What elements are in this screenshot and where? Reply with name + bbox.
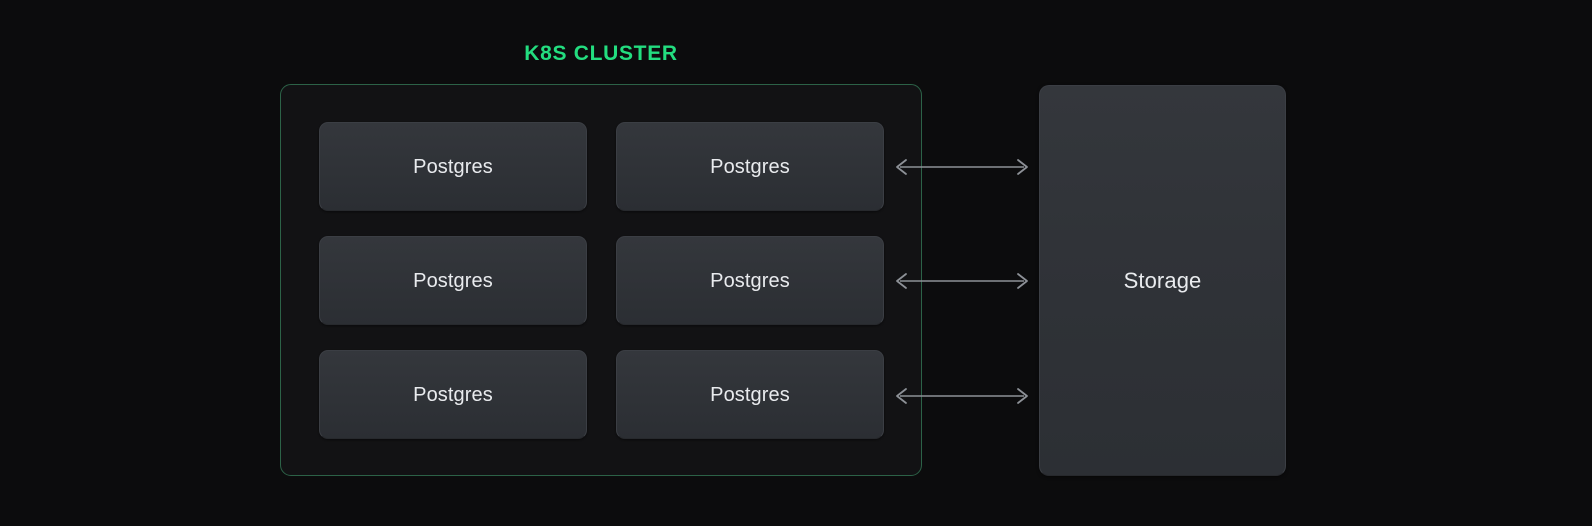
postgres-node-grid: Postgres Postgres Postgres Postgres Post… bbox=[319, 122, 884, 439]
postgres-node[interactable]: Postgres bbox=[616, 122, 884, 211]
postgres-node-label: Postgres bbox=[710, 269, 790, 292]
cluster-title: K8S CLUSTER bbox=[524, 42, 678, 65]
postgres-node[interactable]: Postgres bbox=[616, 236, 884, 325]
postgres-node-label: Postgres bbox=[413, 269, 493, 292]
postgres-node[interactable]: Postgres bbox=[319, 122, 587, 211]
postgres-node-label: Postgres bbox=[710, 155, 790, 178]
postgres-node-label: Postgres bbox=[710, 383, 790, 406]
postgres-node-label: Postgres bbox=[413, 155, 493, 178]
postgres-node[interactable]: Postgres bbox=[319, 236, 587, 325]
postgres-node[interactable]: Postgres bbox=[319, 350, 587, 439]
storage-label: Storage bbox=[1123, 267, 1202, 293]
postgres-node[interactable]: Postgres bbox=[616, 350, 884, 439]
storage-box[interactable]: Storage bbox=[1039, 85, 1286, 476]
postgres-node-label: Postgres bbox=[413, 383, 493, 406]
